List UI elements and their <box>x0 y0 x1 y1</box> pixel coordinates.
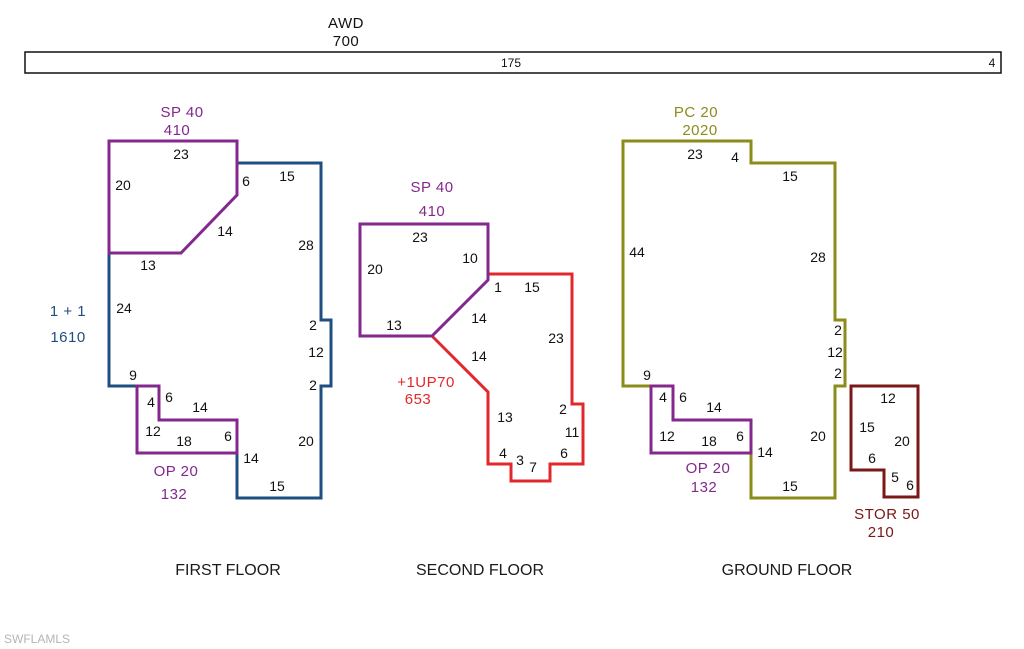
second-dim-up-stub: 1 <box>494 279 502 295</box>
ground-dim-notch-bottom: 2 <box>834 365 842 381</box>
first-main-label: 1 + 1 <box>50 303 86 320</box>
ground-dim-top-right: 15 <box>782 168 798 184</box>
stor-dim-step: 5 <box>891 469 899 485</box>
ground-dim-right-lower: 20 <box>810 428 826 444</box>
stor-dim-top: 12 <box>880 390 896 406</box>
second-dim-bot-a: 4 <box>499 445 507 461</box>
first-dim-sp-diag: 14 <box>217 223 233 239</box>
second-dim-sp-top: 23 <box>412 229 428 245</box>
first-dim-right-lower: 20 <box>298 433 314 449</box>
awd-area-value: 700 <box>333 33 360 50</box>
first-dim-step-top: 9 <box>129 367 137 383</box>
first-floor: SP 40 410 1 + 1 1610 OP 20 132 23 20 6 1… <box>50 104 333 579</box>
ground-floor-caption: GROUND FLOOR <box>722 562 853 579</box>
first-floor-sp-outline <box>107 139 239 255</box>
second-dim-up-top: 15 <box>524 279 540 295</box>
second-dim-bot-c: 7 <box>529 459 537 475</box>
ground-dim-op-top: 14 <box>706 399 722 415</box>
stor-dim-step-left: 6 <box>868 450 876 466</box>
ground-dim-op-left-a: 4 <box>659 389 667 405</box>
stor-dim-right: 20 <box>894 433 910 449</box>
ground-dim-step: 4 <box>731 149 739 165</box>
second-sp-label: SP 40 <box>410 179 453 196</box>
ground-op-area: 132 <box>691 479 718 496</box>
first-dim-notch-side: 12 <box>308 344 324 360</box>
second-up-area: 653 <box>405 391 432 408</box>
first-dim-bottom: 15 <box>269 478 285 494</box>
ground-dim-op-bottom: 18 <box>701 433 717 449</box>
second-dim-notch-side: 11 <box>565 424 580 440</box>
ground-dim-step-left: 9 <box>643 367 651 383</box>
second-dim-bot-b: 3 <box>516 452 524 468</box>
second-dim-sp-right: 10 <box>462 250 478 266</box>
ground-dim-bottom-left: 14 <box>757 444 773 460</box>
second-floor-caption: SECOND FLOOR <box>416 562 544 579</box>
first-dim-sp-bottom: 13 <box>140 257 156 273</box>
second-sp-area: 410 <box>419 203 446 220</box>
awd-code: AWD <box>328 15 364 32</box>
first-dim-sp-right: 6 <box>242 173 250 189</box>
first-sp-area: 410 <box>164 122 191 139</box>
ground-stor-label: STOR 50 <box>854 506 920 523</box>
first-op-label: OP 20 <box>154 463 199 480</box>
first-dim-op-left-a: 4 <box>147 394 155 410</box>
first-dim-sp-left: 20 <box>115 177 131 193</box>
ground-dim-op-step: 6 <box>679 389 687 405</box>
watermark: SWFLAMLS <box>4 632 71 646</box>
first-main-area: 1610 <box>50 329 85 346</box>
awd-outline <box>24 51 1002 74</box>
awd-length: 175 <box>501 56 521 70</box>
ground-floor-op-outline <box>649 384 753 455</box>
first-dim-right-upper: 28 <box>298 237 314 253</box>
second-dim-up-diag: 14 <box>471 348 487 364</box>
first-dim-op-bottom: 18 <box>176 433 192 449</box>
first-dim-op-left-b: 12 <box>145 423 161 439</box>
second-dim-sp-bottom: 13 <box>386 317 402 333</box>
awd-area: AWD 700 175 4 <box>24 15 1002 74</box>
ground-dim-top: 23 <box>687 146 703 162</box>
first-dim-sp-top: 23 <box>173 146 189 162</box>
stor-dim-bottom: 6 <box>906 477 914 493</box>
second-dim-sp-diag: 14 <box>471 310 487 326</box>
ground-dim-right-upper: 28 <box>810 249 826 265</box>
ground-stor-area: 210 <box>868 524 895 541</box>
first-op-area: 132 <box>161 486 188 503</box>
first-dim-left: 24 <box>116 300 132 316</box>
second-dim-sp-left: 20 <box>367 261 383 277</box>
second-floor-sp-outline <box>358 222 490 338</box>
ground-floor: PC 20 2020 OP 20 132 STOR 50 210 23 4 15… <box>621 104 920 579</box>
first-dim-op-top: 14 <box>192 399 208 415</box>
first-dim-notch-top: 2 <box>309 317 317 333</box>
stor-dim-left: 15 <box>859 419 875 435</box>
ground-dim-op-left-b: 12 <box>659 428 675 444</box>
ground-dim-bottom: 15 <box>782 478 798 494</box>
first-dim-op-step-a: 6 <box>165 389 173 405</box>
ground-pc-label: PC 20 <box>674 104 718 121</box>
second-dim-up-right: 23 <box>548 330 564 346</box>
first-dim-notch-bottom: 2 <box>309 377 317 393</box>
second-up-label: +1UP70 <box>397 374 455 391</box>
first-dim-op-right: 6 <box>224 428 232 444</box>
second-dim-notch-top: 2 <box>559 401 567 417</box>
first-sp-label: SP 40 <box>160 104 203 121</box>
first-dim-bottom-left: 14 <box>243 450 259 466</box>
ground-floor-pc-outline <box>621 139 847 500</box>
ground-op-label: OP 20 <box>686 460 731 477</box>
first-floor-caption: FIRST FLOOR <box>175 562 281 579</box>
ground-dim-notch-top: 2 <box>834 322 842 338</box>
ground-dim-op-right: 6 <box>736 428 744 444</box>
first-floor-op-outline <box>135 384 239 455</box>
first-dim-top-right: 15 <box>279 168 295 184</box>
ground-dim-notch-side: 12 <box>827 344 843 360</box>
ground-pc-area: 2020 <box>682 122 717 139</box>
second-floor: SP 40 410 +1UP70 653 23 20 10 13 14 1 15… <box>358 179 585 579</box>
second-dim-up-left: 13 <box>497 409 513 425</box>
ground-dim-left: 44 <box>629 244 645 260</box>
ground-floor-stor-outline <box>849 384 920 499</box>
awd-width: 4 <box>989 56 996 70</box>
second-dim-notch-bottom: 6 <box>560 445 568 461</box>
second-floor-up-outline <box>430 272 585 483</box>
